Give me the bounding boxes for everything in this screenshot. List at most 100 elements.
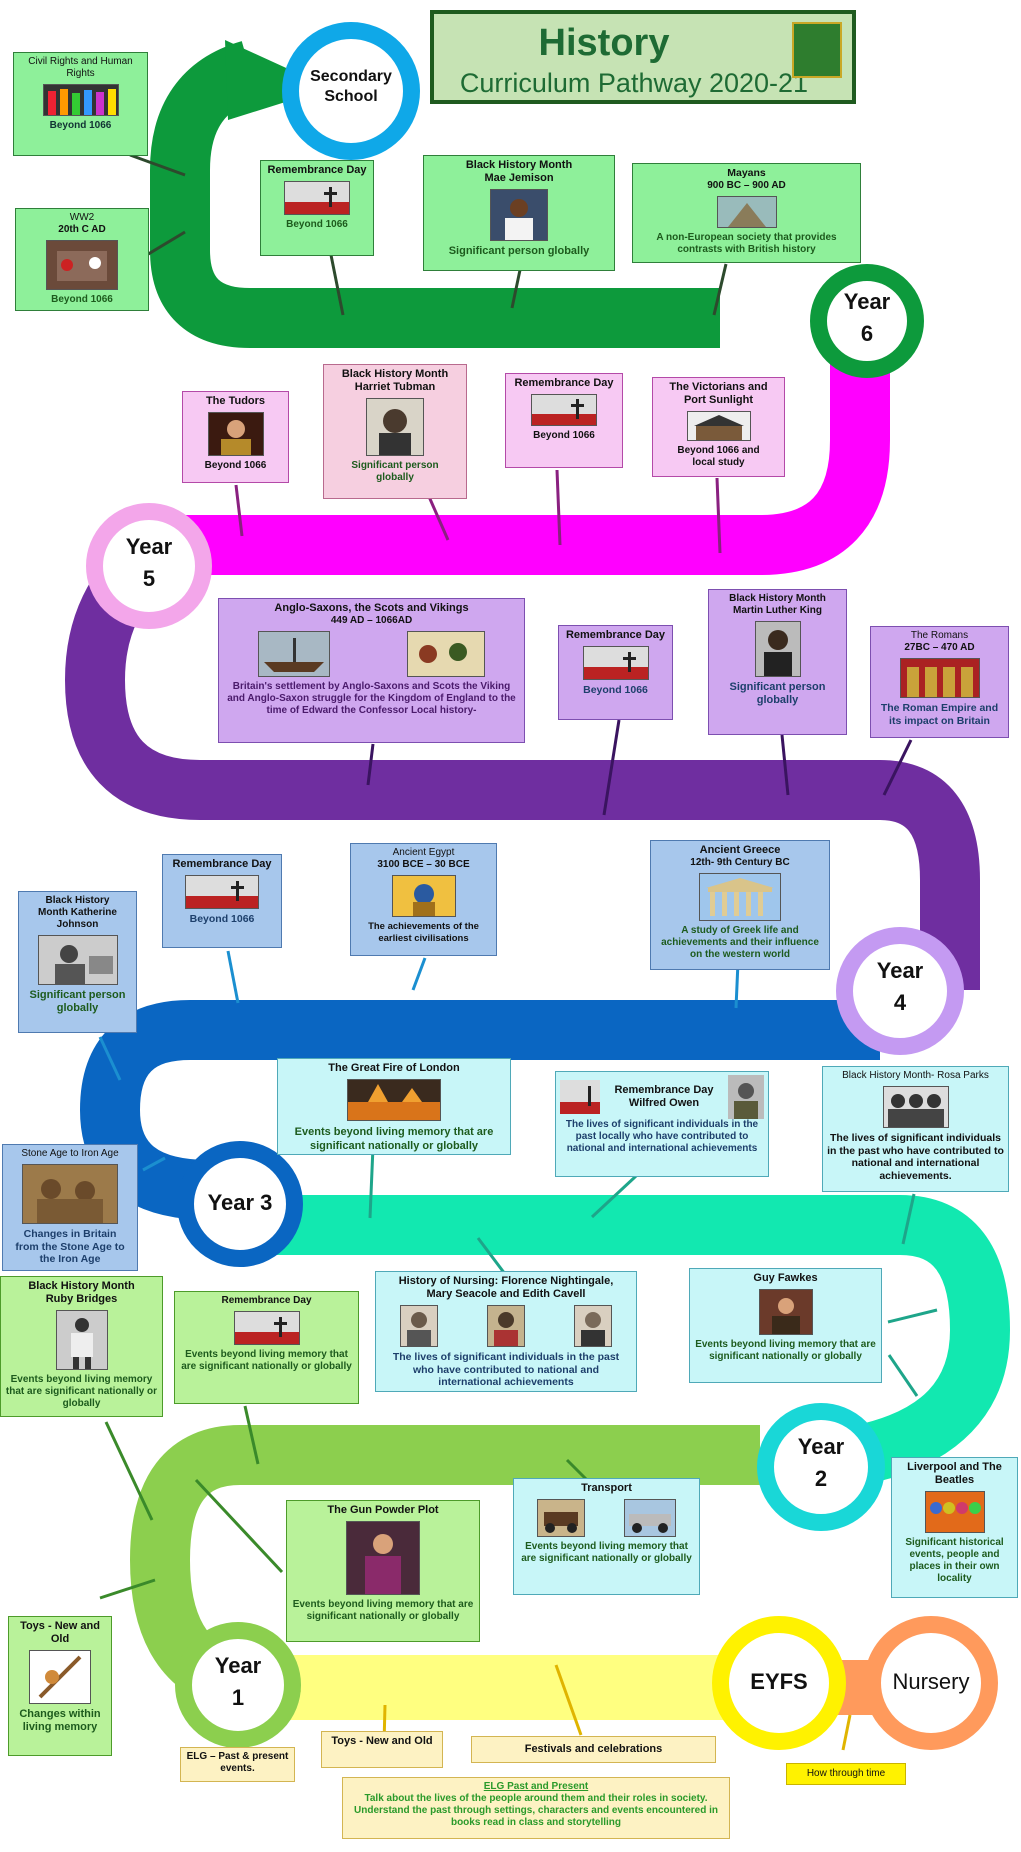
stone-age-desc: Changes in Britain from the Stone Age to… xyxy=(15,1228,125,1265)
guy-fawkes-desc: Events beyond living memory that are sig… xyxy=(695,1339,876,1362)
toys-eyfs-box: Toys - New and Old xyxy=(321,1731,443,1768)
egypt-box: Ancient Egypt 3100 BCE – 30 BCE The achi… xyxy=(350,843,497,956)
stone-age-picture xyxy=(22,1164,118,1224)
victorians-desc: Beyond 1066 and local study xyxy=(677,445,760,468)
year1-label-line1: Year xyxy=(214,1653,262,1678)
y6-remembrance-desc: Beyond 1066 xyxy=(286,219,348,230)
y4-remembrance-desc: Beyond 1066 xyxy=(583,684,648,696)
great-fire-desc: Events beyond living memory that are sig… xyxy=(294,1126,494,1152)
secondary-school-label: Secondary School xyxy=(310,68,392,105)
y3-remembrance-box: Remembrance Day Beyond 1066 xyxy=(162,854,282,948)
year4-label-line1: Year xyxy=(876,958,924,983)
mayans-title: Mayans xyxy=(727,167,766,179)
poppy-picture xyxy=(185,875,259,909)
tudors-desc: Beyond 1066 xyxy=(204,460,267,471)
guy-fawkes-title: Guy Fawkes xyxy=(753,1272,818,1284)
eyfs-label: EYFS xyxy=(750,1669,808,1694)
poppy-picture xyxy=(560,1080,600,1114)
ruby-bridges-desc: Events beyond living memory that are sig… xyxy=(5,1374,158,1409)
civil-rights-box: Civil Rights and Human Rights Beyond 106… xyxy=(13,52,148,156)
great-fire-picture xyxy=(347,1079,441,1121)
nursing-pictures xyxy=(380,1301,632,1351)
cavell-picture xyxy=(573,1305,612,1347)
greece-era: 12th- 9th Century BC xyxy=(690,857,790,868)
stone-age-title: Stone Age to Iron Age xyxy=(21,1148,119,1159)
y6-bhm-box: Black History Month Mae Jemison Signific… xyxy=(423,155,615,271)
page-title: History xyxy=(538,22,670,64)
romans-desc: The Roman Empire and its impact on Brita… xyxy=(880,702,999,727)
mae-jemison-picture xyxy=(490,189,548,241)
eyfs-road xyxy=(280,1655,760,1720)
wilfred-owen-box: Remembrance Day Wilfred Owen The lives o… xyxy=(555,1071,769,1177)
ww2-era: 20th C AD xyxy=(58,224,106,235)
y5-remembrance-desc: Beyond 1066 xyxy=(533,430,595,441)
y3-bhm-box: Black History Month Katherine Johnson Si… xyxy=(18,891,137,1033)
ww2-picture xyxy=(46,240,118,290)
guy-fawkes-picture xyxy=(758,1289,813,1335)
new-car-picture xyxy=(624,1499,677,1537)
school-crest-icon xyxy=(792,22,842,78)
viking-ship-picture xyxy=(258,631,331,677)
tapestry-picture xyxy=(406,631,485,677)
seacole-picture xyxy=(486,1305,525,1347)
harriet-tubman-picture xyxy=(366,398,424,456)
civil-rights-title: Civil Rights and Human Rights xyxy=(28,56,133,79)
eyfs-circle: EYFS xyxy=(712,1616,846,1750)
year5-circle: Year 5 xyxy=(86,503,212,629)
y2-remembrance-desc: Events beyond living memory that are sig… xyxy=(181,1349,352,1372)
elg-past-box: ELG – Past & present events. xyxy=(180,1747,295,1782)
year2-road xyxy=(260,1195,1011,1485)
year5-road xyxy=(180,320,890,575)
romans-title: The Romans xyxy=(910,630,969,641)
mayan-temple-picture xyxy=(716,196,777,228)
y6-bhm-desc: Significant person globally xyxy=(448,245,590,257)
year5-label-line2: 5 xyxy=(142,566,156,591)
greece-title: Ancient Greece xyxy=(699,844,781,856)
how-through-time-title: How through time xyxy=(806,1768,886,1779)
beatles-desc: Significant historical events, people an… xyxy=(905,1537,1004,1584)
elg-past-title: ELG – Past & present events. xyxy=(186,1751,289,1774)
great-fire-title: The Great Fire of London xyxy=(328,1062,460,1074)
toys-y1-box: Toys - New and Old Changes within living… xyxy=(8,1616,112,1756)
rosa-parks-desc: The lives of significant individuals in … xyxy=(827,1132,1004,1182)
gunpowder-plot-picture xyxy=(346,1521,420,1595)
year3-road xyxy=(79,1000,880,1220)
festivals-title: Festivals and celebrations xyxy=(524,1743,663,1755)
poppy-picture xyxy=(233,1311,300,1345)
victorians-box: The Victorians and Port Sunlight Beyond … xyxy=(652,377,785,477)
rosa-parks-title: Black History Month- Rosa Parks xyxy=(842,1070,989,1081)
year3-circle: Year 3 xyxy=(177,1141,303,1267)
anglo-saxons-title: Anglo-Saxons, the Scots and Vikings xyxy=(274,602,469,614)
elg-main-title: ELG Past and Present xyxy=(483,1781,589,1792)
y2-remembrance-box: Remembrance Day Events beyond living mem… xyxy=(174,1291,359,1404)
year5-label-line1: Year xyxy=(125,534,173,559)
mayans-desc: A non-European society that provides con… xyxy=(656,232,837,255)
connectors xyxy=(98,153,938,1751)
year2-label-line1: Year xyxy=(797,1434,845,1459)
nightingale-picture xyxy=(400,1305,439,1347)
festivals-box: Festivals and celebrations xyxy=(471,1736,716,1763)
egypt-era: 3100 BCE – 30 BCE xyxy=(377,859,470,870)
transport-desc: Events beyond living memory that are sig… xyxy=(521,1541,692,1564)
egypt-desc: The achievements of the earliest civilis… xyxy=(368,921,479,944)
great-fire-box: The Great Fire of London Events beyond l… xyxy=(277,1058,511,1155)
y3-bhm-desc: Significant person globally xyxy=(29,989,126,1014)
y5-remembrance-title: Remembrance Day xyxy=(514,377,614,389)
poppy-picture xyxy=(284,181,350,215)
y6-bhm-title: Black History Month Mae Jemison xyxy=(465,159,573,184)
y5-bhm-title: Black History Month Harriet Tubman xyxy=(341,368,449,393)
egypt-picture xyxy=(391,875,456,917)
roman-soldiers-picture xyxy=(899,658,980,698)
ww2-desc: Beyond 1066 xyxy=(51,294,113,305)
beatles-title: Liverpool and The Beatles xyxy=(907,1461,1002,1486)
greece-box: Ancient Greece 12th- 9th Century BC A st… xyxy=(650,840,830,970)
gunpowder-box: The Gun Powder Plot Events beyond living… xyxy=(286,1500,480,1642)
anglo-saxons-desc: Britain's settlement by Anglo-Saxons and… xyxy=(227,681,516,716)
title-box: History Curriculum Pathway 2020-21 xyxy=(430,10,856,104)
year6-road xyxy=(150,41,720,348)
how-through-time-box: How through time xyxy=(786,1763,906,1785)
y6-remembrance-box: Remembrance Day Beyond 1066 xyxy=(260,160,374,256)
elg-main-desc: Talk about the lives of the people aroun… xyxy=(354,1793,718,1828)
parthenon-picture xyxy=(699,873,781,921)
transport-pictures xyxy=(518,1495,695,1541)
